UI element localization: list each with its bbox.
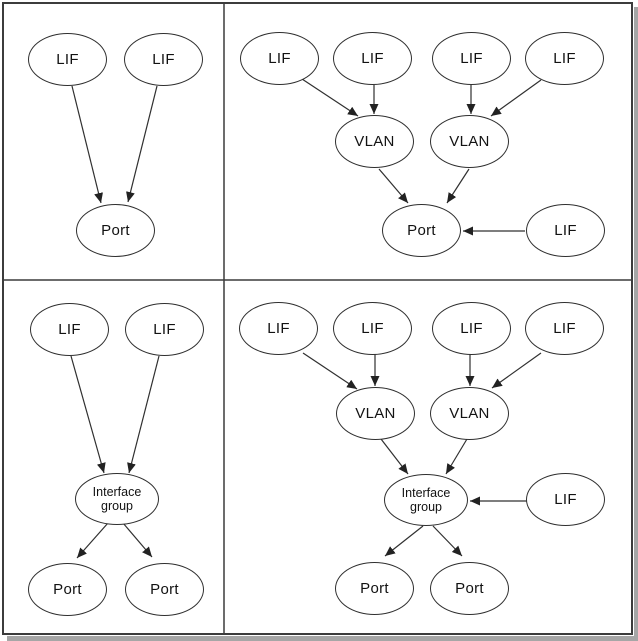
node-lif: LIF [125,303,204,356]
edge-arrow [71,85,103,204]
edges-panel-4 [302,352,542,557]
node-label: Port [150,581,179,598]
edge-arrow [76,522,109,559]
node-label: LIF [460,50,483,67]
node-lif: LIF [525,302,604,355]
node-label: LIF [554,491,577,508]
node-label: Interface group [92,484,142,513]
drop-shadow-right [634,7,638,641]
node-interface-group: Interface group [384,474,468,526]
node-label: Port [455,580,484,597]
edge-arrow [127,355,160,474]
node-label: Port [53,581,82,598]
node-lif: LIF [239,302,318,355]
node-vlan: VLAN [335,115,414,168]
edges-panel-1 [71,85,158,204]
edge-arrow [302,352,358,390]
edge-arrow [491,352,542,389]
edge-arrow [378,168,409,204]
node-lif: LIF [333,32,412,85]
node-label: Interface group [401,485,451,514]
node-lif: LIF [124,33,203,86]
edge-arrow [446,168,470,204]
node-label: VLAN [449,405,490,422]
node-label: LIF [56,51,79,68]
node-port: Port [430,562,509,615]
edge-arrow [70,355,106,474]
node-label: LIF [58,321,81,338]
drop-shadow-bottom [7,636,638,641]
node-label: LIF [554,222,577,239]
node-label: LIF [267,320,290,337]
edge-arrow [490,79,542,117]
edge-arrow [384,525,424,557]
node-label: LIF [153,321,176,338]
node-label: Port [407,222,436,239]
edge-arrow [445,438,468,475]
node-lif: LIF [526,204,605,257]
node-vlan: VLAN [336,387,415,440]
node-port: Port [76,204,155,257]
node-lif: LIF [30,303,109,356]
node-vlan: VLAN [430,115,509,168]
node-lif: LIF [28,33,107,86]
node-label: VLAN [355,405,396,422]
node-label: LIF [268,50,291,67]
node-label: Port [101,222,130,239]
node-label: VLAN [449,133,490,150]
node-interface-group: Interface group [75,473,159,525]
node-label: LIF [553,50,576,67]
node-label: Port [360,580,389,597]
edge-arrow [126,85,158,203]
node-vlan: VLAN [430,387,509,440]
node-label: LIF [553,320,576,337]
node-label: LIF [361,50,384,67]
node-lif: LIF [432,32,511,85]
edges-panel-3 [70,355,160,559]
node-lif: LIF [240,32,319,85]
node-port: Port [335,562,414,615]
edges-panel-2 [301,78,542,236]
node-lif: LIF [525,32,604,85]
node-lif: LIF [333,302,412,355]
node-label: LIF [460,320,483,337]
node-label: VLAN [354,133,395,150]
node-port: Port [382,204,461,257]
node-lif: LIF [432,302,511,355]
node-port: Port [28,563,107,616]
edge-arrow [380,438,409,475]
edge-arrow [122,522,153,558]
node-label: LIF [361,320,384,337]
edge-arrow [432,525,463,557]
node-lif: LIF [526,473,605,526]
edge-arrow [301,78,359,117]
node-label: LIF [152,51,175,68]
node-port: Port [125,563,204,616]
